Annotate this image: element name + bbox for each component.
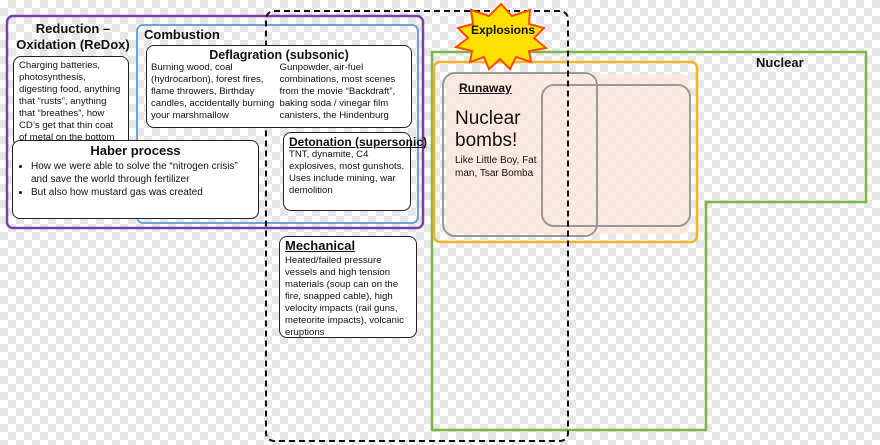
nuclear-region-outline <box>430 50 868 432</box>
mechanical-title: Mechanical <box>285 238 356 253</box>
combustion-region-outline <box>136 24 419 224</box>
redox-description-box: Charging batteries, photosynthesis, dige… <box>13 56 129 148</box>
detonation-box: Detonation (supersonic) TNT, dynamite, C… <box>283 132 428 211</box>
explosion-burst-icon <box>453 2 549 71</box>
mechanical-box: Mechanical Heated/failed pressure vessel… <box>279 236 417 338</box>
nuclear-bombs-examples: Like Little Boy, Fat man, Tsar Bomba <box>455 155 537 179</box>
deflagration-right-text: Gunpowder, air-fuel combinations, most s… <box>279 62 396 121</box>
gray-inner-box-left <box>442 72 598 237</box>
haber-process-box: Haber process How we were able to solve … <box>12 140 259 219</box>
haber-bullet-2: But also how mustard gas was created <box>31 186 254 199</box>
nuclear-label: Nuclear <box>756 55 804 70</box>
haber-process-list: How we were able to solve the “nitrogen … <box>17 160 254 199</box>
detonation-text: TNT, dynamite, C4 explosives, most gunsh… <box>289 149 405 196</box>
runaway-title: Runaway <box>459 81 512 95</box>
explosions-label: Explosions <box>470 23 535 37</box>
haber-bullet-1: How we were able to solve the “nitrogen … <box>31 160 254 186</box>
deflagration-left-text: Burning wood, coal (hydrocarbon), forest… <box>151 62 275 121</box>
deflagration-title: Deflagration (subsonic) <box>209 48 349 62</box>
nuclear-bombs-heading: Nuclear bombs! <box>455 108 521 151</box>
haber-process-title: Haber process <box>90 143 181 158</box>
redox-title: Reduction – Oxidation (ReDox) <box>16 21 130 52</box>
runaway-region-outline <box>432 60 699 244</box>
nuclear-bombs-text: Nuclear bombs! Like Little Boy, Fat man,… <box>455 108 545 180</box>
combustion-title: Combustion <box>144 27 220 42</box>
mechanical-text: Heated/failed pressure vessels and high … <box>285 255 404 338</box>
redox-description: Charging batteries, photosynthesis, dige… <box>19 60 121 143</box>
gray-inner-box-right <box>541 84 691 227</box>
deflagration-box: Deflagration (subsonic) Burning wood, co… <box>146 45 412 128</box>
explosions-region-outline <box>265 10 569 442</box>
redox-region-outline <box>5 14 425 230</box>
detonation-title: Detonation (supersonic) <box>289 135 428 149</box>
